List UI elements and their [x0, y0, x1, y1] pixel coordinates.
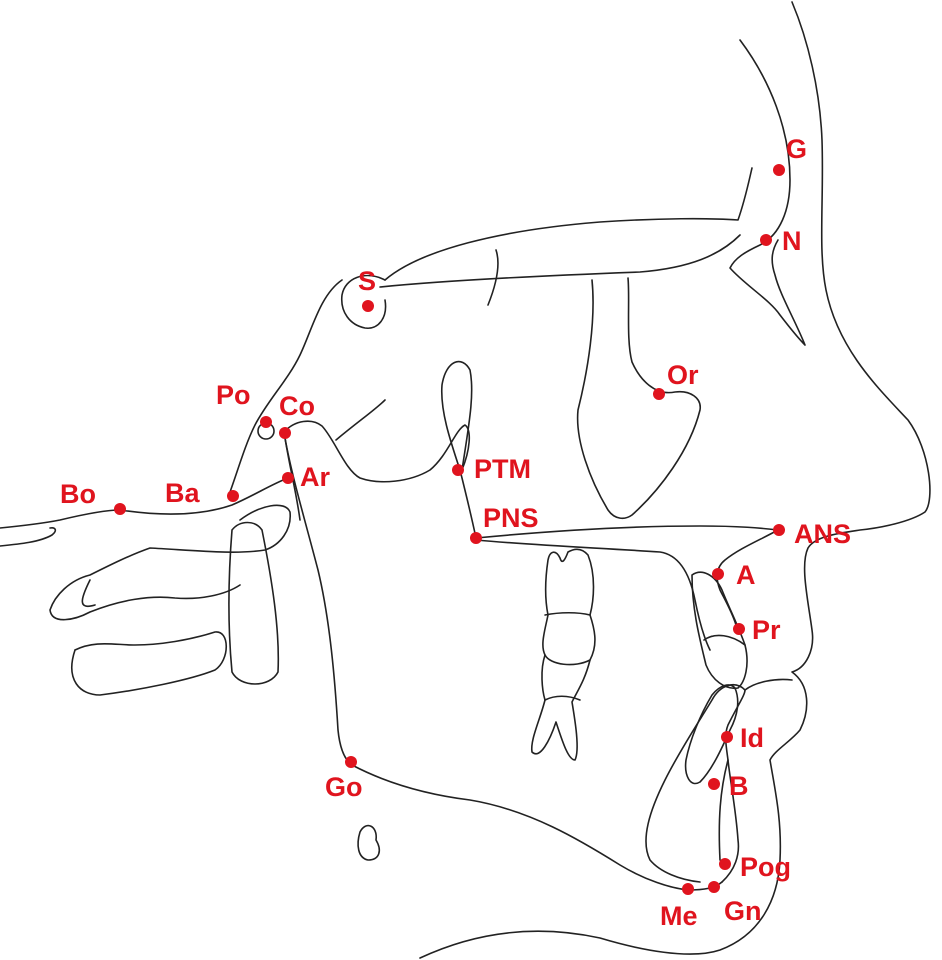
lower-incisor	[684, 684, 739, 785]
landmark-label-ptm: PTM	[474, 454, 531, 484]
landmark-label-s: S	[358, 266, 376, 296]
symphysis	[645, 684, 746, 883]
upper-incisor	[691, 571, 748, 690]
soft-tissue-profile	[419, 1, 931, 959]
planum-line	[379, 234, 741, 288]
landmark-label-ar: Ar	[300, 462, 330, 492]
upper-incisor-crown	[703, 634, 746, 646]
landmark-point-go	[345, 756, 357, 768]
landmark-label-ba: Ba	[165, 478, 200, 508]
anterior-cranial-base	[384, 167, 753, 281]
mandible-ramus	[283, 431, 723, 891]
upper-molar	[542, 548, 596, 666]
sella-turcica	[340, 274, 387, 329]
atlas-vertebra	[49, 504, 291, 621]
landmark-label-id: Id	[740, 723, 764, 753]
landmark-point-pog	[719, 858, 731, 870]
landmark-label-me: Me	[660, 901, 698, 931]
landmark-label-go: Go	[325, 772, 363, 802]
landmark-label-n: N	[782, 226, 802, 256]
vertebra-body	[228, 521, 280, 685]
landmark-label-ans: ANS	[794, 519, 851, 549]
landmark-point-g	[773, 164, 785, 176]
frontal-bone	[729, 39, 806, 346]
landmark-point-me	[682, 883, 694, 895]
palate-lower	[475, 539, 711, 651]
landmark-label-bo: Bo	[60, 479, 96, 509]
occipital-base	[0, 477, 289, 529]
landmark-label-pog: Pog	[740, 852, 791, 882]
symphysis-inner	[718, 759, 729, 861]
condyle	[283, 420, 471, 483]
upper-molar-band	[544, 611, 591, 616]
landmark-point-ar	[282, 472, 294, 484]
landmark-point-ptm	[452, 464, 464, 476]
landmark-point-co	[279, 427, 291, 439]
landmark-label-co: Co	[279, 391, 315, 421]
landmark-point-ba	[227, 490, 239, 502]
landmark-label-g: G	[786, 134, 807, 164]
landmark-point-s	[362, 300, 374, 312]
landmark-point-or	[653, 388, 665, 400]
landmark-point-id	[721, 731, 733, 743]
landmark-label-a: A	[736, 560, 756, 590]
pterygomaxillary-fissure	[440, 360, 473, 471]
landmark-label-gn: Gn	[724, 896, 762, 926]
occipital-lower	[0, 527, 57, 547]
mastoid-curve	[335, 399, 386, 441]
posterior-maxilla	[459, 469, 477, 539]
landmark-label-pr: Pr	[752, 615, 781, 645]
orbit	[576, 277, 701, 520]
landmark-point-pns	[470, 532, 482, 544]
landmark-point-ans	[773, 524, 785, 536]
lower-molar	[530, 654, 591, 761]
landmark-label-or: Or	[667, 360, 699, 390]
axis-vertebra	[71, 631, 228, 696]
landmark-label-pns: PNS	[483, 503, 539, 533]
palatal-plane	[475, 525, 779, 539]
clivus	[229, 279, 343, 493]
vertebra-lower	[81, 579, 96, 607]
landmark-point-po	[260, 416, 272, 428]
hyoid	[357, 824, 381, 861]
planum-tick	[487, 249, 499, 306]
lower-lip	[744, 678, 793, 691]
landmark-point-a	[712, 568, 724, 580]
landmark-point-gn	[708, 881, 720, 893]
landmark-label-b: B	[729, 771, 749, 801]
landmark-point-bo	[114, 503, 126, 515]
landmark-point-n	[760, 234, 772, 246]
lower-molar-band	[544, 695, 581, 701]
landmark-point-pr	[733, 623, 745, 635]
landmark-point-b	[708, 778, 720, 790]
landmark-label-po: Po	[216, 380, 251, 410]
